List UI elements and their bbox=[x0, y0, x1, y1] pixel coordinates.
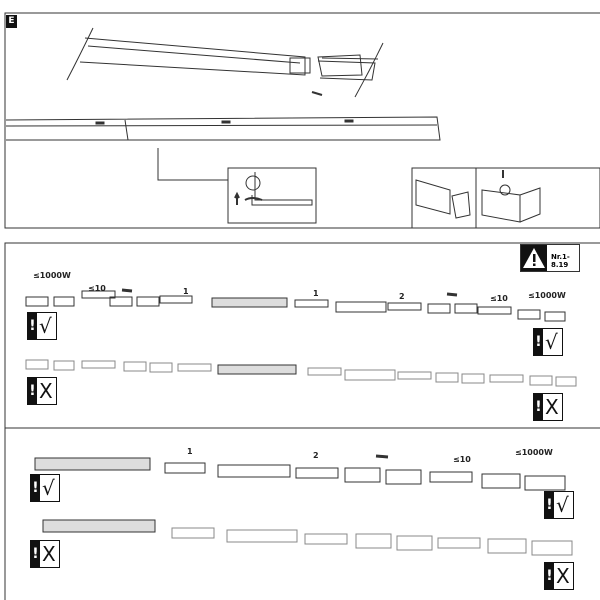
panel-3-frame bbox=[4, 427, 600, 600]
screw-detail-frame bbox=[227, 167, 317, 224]
correct-badge: !√ bbox=[544, 491, 574, 519]
correct-badge: !√ bbox=[27, 312, 57, 340]
section-tag-e: E bbox=[6, 15, 17, 28]
label-count: 1 bbox=[313, 289, 319, 298]
warning-triangle-icon bbox=[521, 245, 547, 271]
label-count: 1 bbox=[187, 447, 193, 456]
arrow-left-icon bbox=[121, 288, 133, 293]
label-max-watt: ≤1000W bbox=[515, 448, 553, 457]
end-cap-detail-1 bbox=[411, 167, 477, 229]
label-count: 2 bbox=[313, 451, 319, 460]
end-cap-detail-2 bbox=[475, 167, 600, 229]
label-count: 2 bbox=[399, 292, 405, 301]
ok-row-components bbox=[25, 290, 566, 322]
correct-badge: !√ bbox=[30, 474, 60, 502]
incorrect-badge: !X bbox=[27, 377, 57, 405]
reference-number: Nr.1-8.19 bbox=[551, 253, 570, 269]
panel-2-frame bbox=[4, 242, 600, 429]
arrow-right-icon bbox=[375, 454, 389, 459]
panel-3-bad-row bbox=[42, 519, 573, 556]
label-max-watt: ≤1000W bbox=[33, 271, 71, 280]
arrow-right-icon bbox=[446, 292, 458, 297]
long-rail bbox=[5, 116, 441, 141]
rail-connector-illustration bbox=[66, 27, 384, 98]
bad-row-components bbox=[25, 359, 577, 387]
arrow-left-icon bbox=[311, 91, 323, 96]
label-max-watt: ≤1000W bbox=[528, 291, 566, 300]
incorrect-badge: !X bbox=[30, 540, 60, 568]
callout-line bbox=[157, 148, 228, 181]
correct-badge: !√ bbox=[533, 328, 563, 356]
screw-detail bbox=[234, 172, 313, 206]
label-count: 1 bbox=[183, 287, 189, 296]
label-max-count: ≤10 bbox=[453, 455, 471, 464]
panel-e-frame bbox=[4, 12, 600, 229]
label-max-count: ≤10 bbox=[490, 294, 508, 303]
incorrect-badge: !X bbox=[533, 393, 563, 421]
panel-3-ok-row bbox=[34, 457, 566, 491]
incorrect-badge: !X bbox=[544, 562, 574, 590]
warning-box: Nr.1-8.19 bbox=[520, 244, 580, 272]
label-max-count: ≤10 bbox=[88, 284, 106, 293]
